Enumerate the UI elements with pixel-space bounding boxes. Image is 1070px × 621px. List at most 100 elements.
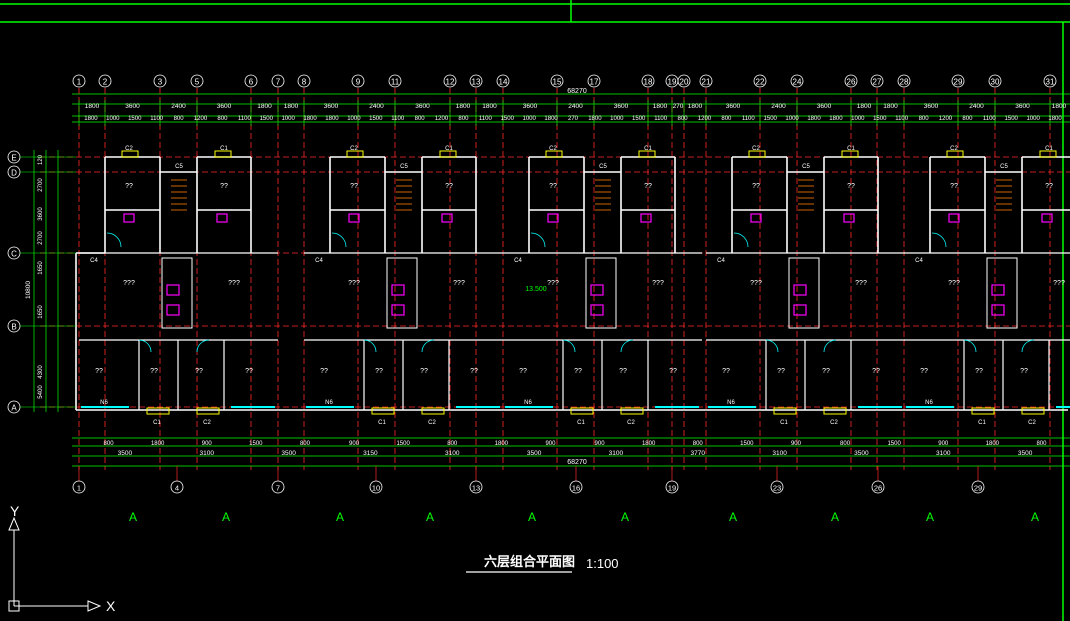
- dim-text: 800: [415, 116, 426, 122]
- axis-bubble-label: 8: [302, 78, 307, 87]
- axis-bubble: [351, 74, 365, 88]
- dim-text: 3600: [415, 103, 430, 110]
- axis-bubble: [641, 74, 655, 88]
- dim-text: 1800: [84, 116, 98, 122]
- axis-bubble: [496, 74, 510, 88]
- window: [638, 150, 656, 158]
- component-tag: C5: [175, 164, 183, 170]
- door-swing: [331, 232, 347, 248]
- dim-text: 1200: [435, 116, 449, 122]
- dim-text: 800: [104, 441, 115, 447]
- window: [545, 150, 563, 158]
- dim-text: 3150: [363, 450, 378, 457]
- dim-text: 1800: [544, 116, 558, 122]
- axis-bubble-label: 13: [472, 484, 480, 493]
- dim-text: 4300: [38, 365, 44, 379]
- axis-bubble: [244, 74, 258, 88]
- dim-text: 1800: [482, 103, 497, 110]
- dim-text: 1800: [456, 103, 471, 110]
- axis-bubble: [170, 480, 184, 494]
- dim-text: 1000: [785, 116, 799, 122]
- fixture: [123, 213, 135, 223]
- section-mark: A: [621, 510, 629, 524]
- room-label: ???: [750, 280, 762, 287]
- ucs-x-label: X: [106, 598, 116, 614]
- room-label: ??: [574, 368, 582, 375]
- fixture: [793, 304, 807, 316]
- door-swing: [931, 232, 947, 248]
- axis-bubble-label: E: [11, 154, 16, 163]
- axis-bubble: [388, 74, 402, 88]
- room-label: ??: [220, 183, 228, 190]
- dim-text: 1000: [851, 116, 865, 122]
- room-label: ??: [125, 183, 133, 190]
- axis-bubble: [677, 74, 691, 88]
- room-label: ???: [453, 280, 465, 287]
- door-swing: [823, 339, 837, 353]
- room-label: ??: [669, 368, 677, 375]
- window: [620, 407, 644, 415]
- ucs-icon: X Y: [8, 503, 116, 614]
- axis-bubble-label: 22: [756, 78, 765, 87]
- component-tag: C4: [717, 258, 725, 264]
- elevation-annotation: 13.500: [525, 286, 547, 293]
- dim-text: 3100: [200, 450, 215, 457]
- component-tag: N6: [100, 400, 108, 406]
- window: [1039, 150, 1057, 158]
- bathroom: [585, 257, 617, 329]
- fixture: [750, 213, 762, 223]
- total-dim-left: 10800: [25, 281, 32, 299]
- dim-text: 3500: [527, 450, 542, 457]
- door-swing: [530, 232, 546, 248]
- axis-bubble-label: 26: [847, 78, 856, 87]
- axis-bubble: [699, 74, 713, 88]
- room-label: ??: [975, 368, 983, 375]
- window: [570, 407, 594, 415]
- window: [946, 150, 964, 158]
- dim-text: 1000: [106, 116, 120, 122]
- window: [371, 407, 395, 415]
- dim-text: 1800: [653, 103, 668, 110]
- room-label: ???: [948, 280, 960, 287]
- axis-bubble: [897, 74, 911, 88]
- dim-text: 1100: [742, 116, 756, 122]
- section-mark: A: [222, 510, 230, 524]
- dim-text: 3600: [125, 103, 140, 110]
- dim-text: 1800: [257, 103, 272, 110]
- room-label: ??: [420, 368, 428, 375]
- axis-bubble-label: C: [11, 250, 17, 259]
- dim-text: 2700: [38, 178, 44, 192]
- room-label: ??: [777, 368, 785, 375]
- room-label: ??: [644, 183, 652, 190]
- dim-text: 1000: [522, 116, 536, 122]
- door-swing: [196, 339, 210, 353]
- axis-bubble-label: 11: [391, 78, 400, 87]
- dim-text: 1200: [939, 116, 953, 122]
- dim-text: 3600: [523, 103, 538, 110]
- door-swing: [421, 339, 435, 353]
- dim-text: 1800: [85, 103, 100, 110]
- dim-text: 1500: [396, 441, 410, 447]
- room-label: ???: [1053, 280, 1065, 287]
- total-dim-top: 68270: [567, 88, 587, 95]
- component-tag: C2: [830, 420, 838, 426]
- room-label: ??: [920, 368, 928, 375]
- dim-text: 1500: [764, 116, 778, 122]
- component-tag: C1: [1045, 146, 1053, 152]
- component-tag: C5: [599, 164, 607, 170]
- dim-text: 3100: [445, 450, 460, 457]
- window: [121, 150, 139, 158]
- door-swing: [620, 339, 634, 353]
- component-tag: C5: [400, 164, 408, 170]
- dim-text: 3500: [1018, 450, 1033, 457]
- dim-text: 1500: [740, 441, 754, 447]
- axis-bubble: [951, 74, 965, 88]
- axis-bubble-label: 10: [372, 484, 380, 493]
- dim-text: 3600: [38, 207, 44, 221]
- dim-text: 1800: [829, 116, 843, 122]
- dim-text: 1800: [284, 103, 299, 110]
- room-label: ??: [470, 368, 478, 375]
- dim-text: 3600: [817, 103, 832, 110]
